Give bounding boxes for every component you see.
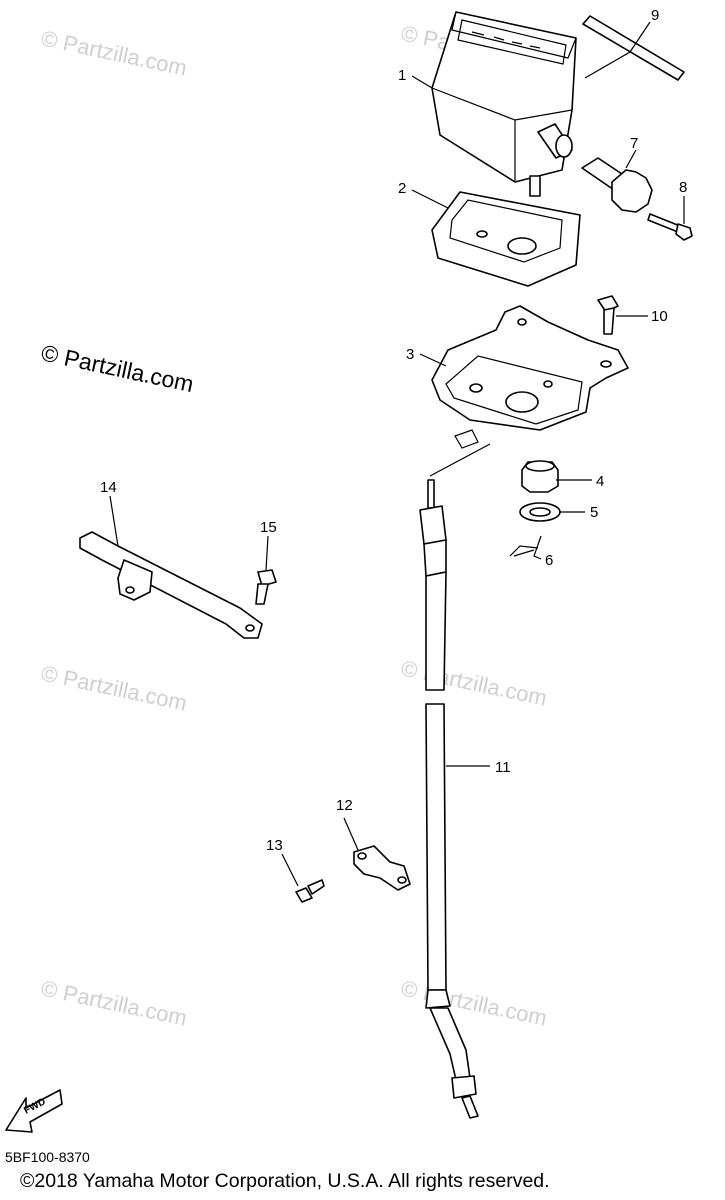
part-6-clip (509, 545, 539, 557)
callout-12: 12 (336, 797, 353, 814)
callout-14: 14 (100, 479, 117, 496)
part-3-bracket (431, 305, 629, 449)
callout-8: 8 (679, 179, 687, 196)
callout-10: 10 (651, 308, 668, 325)
callout-13: 13 (266, 837, 283, 854)
part-12-clamp (353, 845, 411, 891)
part-14-stay (79, 531, 263, 639)
part-10-bolt (597, 295, 619, 335)
callout-9: 9 (651, 7, 659, 24)
callout-6: 6 (545, 552, 553, 569)
callout-2: 2 (398, 180, 406, 197)
callout-11: 11 (495, 759, 511, 776)
watermark: © Partzilla.com (39, 975, 189, 1030)
copyright-notice: ©2018 Yamaha Motor Corporation, U.S.A. A… (20, 1170, 550, 1192)
callout-5: 5 (590, 504, 598, 521)
part-2-cushion (431, 191, 581, 287)
part-5-washer (519, 502, 561, 522)
part-13-screw (295, 879, 325, 903)
part-9-strip (582, 15, 685, 81)
watermark: © Partzilla.com (39, 25, 189, 80)
fwd-arrow: FWD (5, 1089, 63, 1133)
callout-15: 15 (260, 519, 277, 536)
callout-7: 7 (630, 135, 638, 152)
part-4-grommet (521, 460, 559, 493)
leader-lines (109, 21, 685, 887)
watermark: © Partzilla.com (399, 975, 549, 1030)
callout-4: 4 (596, 473, 604, 490)
part-8-screw (647, 213, 693, 241)
watermark: © Partzilla.com (39, 660, 189, 715)
diagram-code: 5BF100-8370 (5, 1149, 90, 1165)
watermark-main: © Partzilla.com (39, 339, 196, 397)
callout-3: 3 (406, 346, 414, 363)
part-11-cable (419, 479, 479, 1119)
part-1-meter-assembly (431, 11, 577, 197)
callout-1: 1 (398, 67, 406, 84)
callouts: 1 2 3 4 5 6 7 8 9 10 11 12 13 14 15 (100, 7, 687, 854)
watermark: © Partzilla.com (399, 655, 549, 710)
part-7-gear (581, 157, 653, 213)
part-15-bolt (255, 569, 277, 605)
